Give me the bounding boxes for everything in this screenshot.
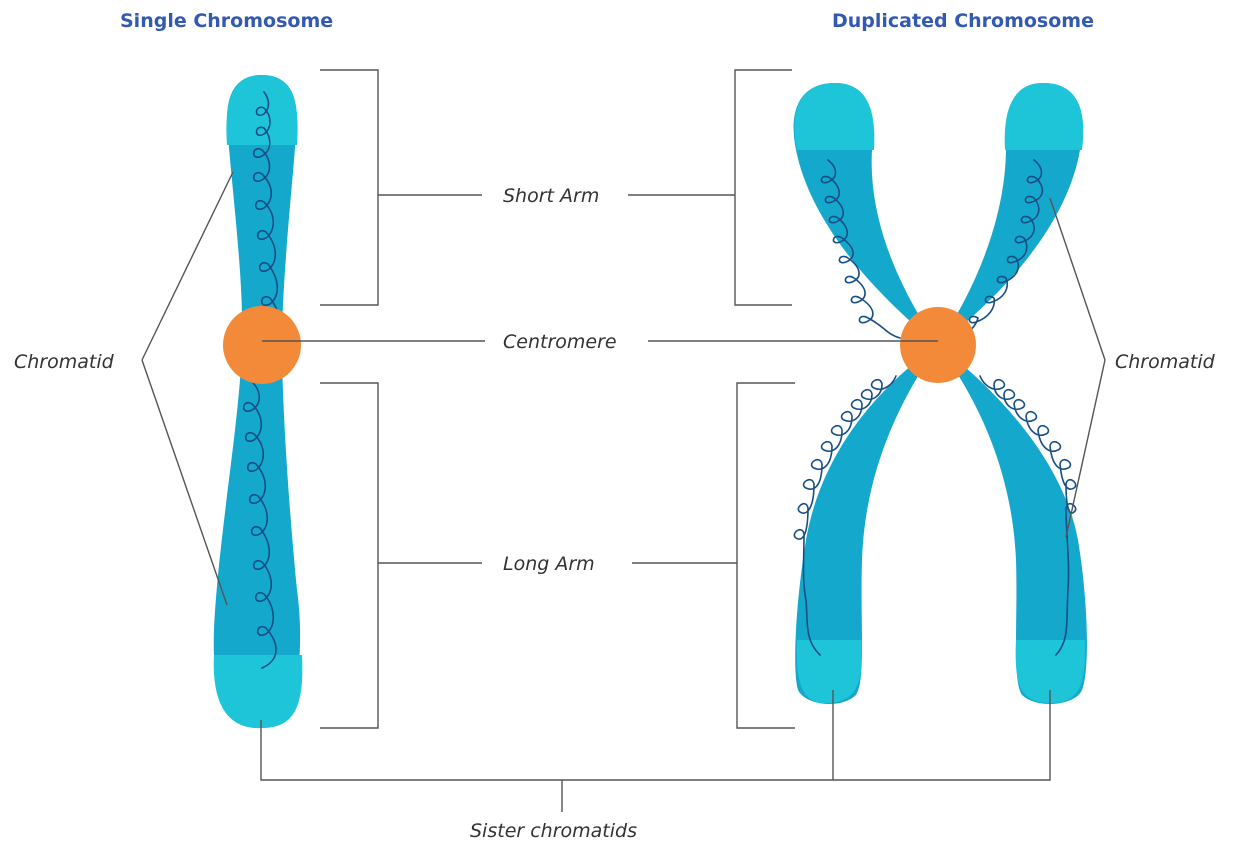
duplicated-chromosome-title: Duplicated Chromosome (832, 10, 1094, 32)
single-centromere (223, 306, 301, 384)
single-chromosome-title: Single Chromosome (120, 10, 333, 32)
sister-chromatids-label: Sister chromatids (470, 820, 637, 842)
chromatid-label-left: Chromatid (14, 351, 115, 373)
centromere-label: Centromere (503, 331, 617, 353)
duplicated-centromere (900, 307, 976, 383)
right-top-tip (1005, 83, 1084, 150)
single-bottom-tip (214, 655, 303, 728)
right-chromatid-body (938, 83, 1087, 704)
left-top-tip (795, 83, 875, 150)
single-chromosome (214, 75, 303, 728)
short-arm-label: Short Arm (503, 185, 599, 207)
duplicated-chromosome (794, 83, 1087, 704)
chromatid-label-right: Chromatid (1115, 351, 1216, 373)
long-arm-label: Long Arm (503, 553, 595, 575)
left-chromatid-body (794, 83, 938, 704)
